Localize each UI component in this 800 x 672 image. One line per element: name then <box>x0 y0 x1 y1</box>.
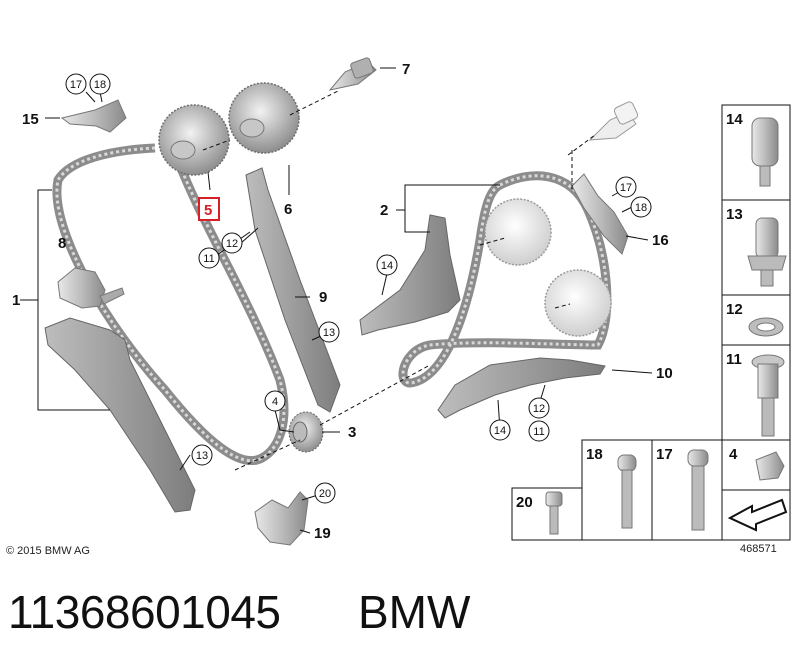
table-part-14-bolt <box>751 117 779 187</box>
svg-text:4: 4 <box>272 396 278 408</box>
svg-text:18: 18 <box>635 202 647 214</box>
circled-label-17-top-left: 17 <box>65 73 87 95</box>
table-label-14: 14 <box>726 111 743 128</box>
guide-rail-10 <box>437 357 606 419</box>
chain-tensioner-8 <box>57 267 125 309</box>
svg-text:12: 12 <box>226 238 238 250</box>
svg-text:20: 20 <box>319 488 331 500</box>
svg-text:13: 13 <box>323 327 335 339</box>
svg-text:18: 18 <box>94 79 106 91</box>
circled-label-12-lower: 12 <box>528 397 550 419</box>
label-2: 2 <box>380 202 388 219</box>
footer-part-number: 11368601045 <box>8 586 281 638</box>
footer-brand: BMW <box>358 586 471 638</box>
label-6: 6 <box>284 201 292 218</box>
svg-text:17: 17 <box>620 182 632 194</box>
table-part-18-bolt <box>617 454 637 529</box>
table-label-12: 12 <box>726 301 743 318</box>
svg-text:11: 11 <box>533 426 544 438</box>
circled-label-4: 4 <box>264 390 286 412</box>
left-timing-chain <box>52 143 289 466</box>
circled-label-17-right: 17 <box>615 176 637 198</box>
table-arrow-icon <box>727 498 788 532</box>
circled-label-18-right: 18 <box>630 196 652 218</box>
svg-text:11: 11 <box>203 253 214 265</box>
sprocket-5 <box>158 104 230 176</box>
circled-label-18-top-left: 18 <box>89 73 111 95</box>
table-part-20-bolt <box>545 491 563 535</box>
label-7: 7 <box>402 61 410 78</box>
sprocket-2-lower <box>544 269 612 337</box>
table-part-13-bolt <box>747 217 787 287</box>
copyright-text: © 2015 BMW AG <box>6 545 90 557</box>
label-1: 1 <box>12 292 20 309</box>
crankshaft-sprocket-3 <box>288 411 324 453</box>
table-part-11-bolt <box>751 354 785 437</box>
bracket-15 <box>60 99 127 133</box>
label-15: 15 <box>22 111 39 128</box>
svg-text:14: 14 <box>381 260 393 272</box>
table-label-17: 17 <box>656 446 673 463</box>
table-label-20: 20 <box>516 494 533 511</box>
circled-label-13-left: 13 <box>191 444 213 466</box>
circled-label-11-lower: 11 <box>528 420 550 442</box>
table-part-17-bolt <box>687 449 709 531</box>
label-10: 10 <box>656 365 673 382</box>
guide-rail-14-upper <box>359 214 461 336</box>
label-19: 19 <box>314 525 331 542</box>
table-part-4-key <box>755 451 785 481</box>
svg-text:17: 17 <box>70 79 82 91</box>
guide-rail-lower-left <box>44 317 196 513</box>
table-label-13: 13 <box>726 206 743 223</box>
svg-text:13: 13 <box>196 450 208 462</box>
sprocket-2-upper <box>484 198 552 266</box>
tensioner-rail-9 <box>245 167 341 413</box>
label-8: 8 <box>58 235 66 252</box>
central-bolt-7 <box>328 57 377 91</box>
circled-label-13-right: 13 <box>318 321 340 343</box>
circled-label-14-upper: 14 <box>376 254 398 276</box>
table-label-4: 4 <box>729 446 738 463</box>
svg-text:14: 14 <box>494 425 506 437</box>
slide-rail-19 <box>254 491 309 546</box>
label-5-highlight-box <box>198 197 220 221</box>
diagram-number: 468571 <box>740 543 777 555</box>
label-5: 5 <box>204 202 212 219</box>
circled-label-20: 20 <box>314 482 336 504</box>
circled-label-14-lower: 14 <box>489 419 511 441</box>
circled-label-12-upper: 12 <box>221 232 243 254</box>
table-label-18: 18 <box>586 446 603 463</box>
central-bolt-right <box>588 101 639 141</box>
label-16: 16 <box>652 232 669 249</box>
label-3: 3 <box>348 424 356 441</box>
svg-text:12: 12 <box>533 403 545 415</box>
circled-label-11-upper: 11 <box>198 247 220 269</box>
table-part-12-washer <box>748 317 784 337</box>
label-9: 9 <box>319 289 327 306</box>
table-label-11: 11 <box>726 351 742 368</box>
sprocket-6 <box>228 82 300 154</box>
